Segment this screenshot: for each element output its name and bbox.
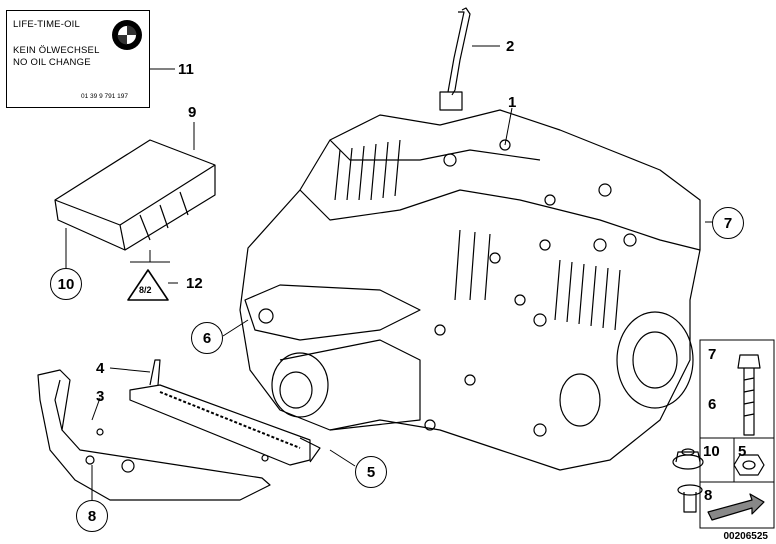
differential-housing	[239, 109, 701, 471]
legend-label-6: 6	[708, 396, 717, 413]
label-part-number: 01 39 9 791 197	[81, 93, 128, 100]
callout-12: 12	[186, 275, 203, 292]
callout-7: 7	[712, 207, 744, 239]
legend-nut-flanged	[672, 448, 704, 470]
legend-label-7: 7	[708, 346, 717, 363]
callout-6: 6	[191, 322, 223, 354]
guard-strip	[129, 359, 321, 466]
callout-8: 8	[76, 500, 108, 532]
legend-label-8: 8	[704, 487, 713, 504]
legend-grid	[699, 339, 775, 529]
legend-bolt	[737, 354, 761, 436]
callout-3: 3	[96, 388, 105, 405]
callout-5: 5	[355, 456, 387, 488]
breather-tube	[439, 7, 471, 111]
oil-label-sticker: LIFE-TIME-OIL KEIN ÖLWECHSEL NO OIL CHAN…	[6, 10, 150, 108]
callout-9: 9	[188, 104, 197, 121]
callout-1: 1	[508, 94, 517, 111]
callout-10: 10	[50, 268, 82, 300]
label-line-3: NO OIL CHANGE	[13, 57, 91, 68]
warning-triangle-text: 8/2	[139, 285, 152, 295]
heat-shield	[37, 369, 271, 501]
callout-2: 2	[506, 38, 515, 55]
callout-4: 4	[96, 360, 105, 377]
warning-triangle	[127, 269, 169, 301]
legend-label-10: 10	[703, 443, 720, 460]
label-line-1: LIFE-TIME-OIL	[13, 19, 80, 30]
image-id: 00206525	[723, 531, 769, 542]
control-unit	[54, 139, 216, 251]
label-line-2: KEIN ÖLWECHSEL	[13, 45, 100, 56]
bmw-logo-icon	[112, 20, 142, 50]
legend-arrow	[707, 493, 765, 521]
legend-label-5: 5	[738, 443, 747, 460]
legend-button-screw	[677, 484, 703, 513]
callout-11: 11	[178, 61, 194, 78]
leader-lines	[65, 45, 718, 500]
